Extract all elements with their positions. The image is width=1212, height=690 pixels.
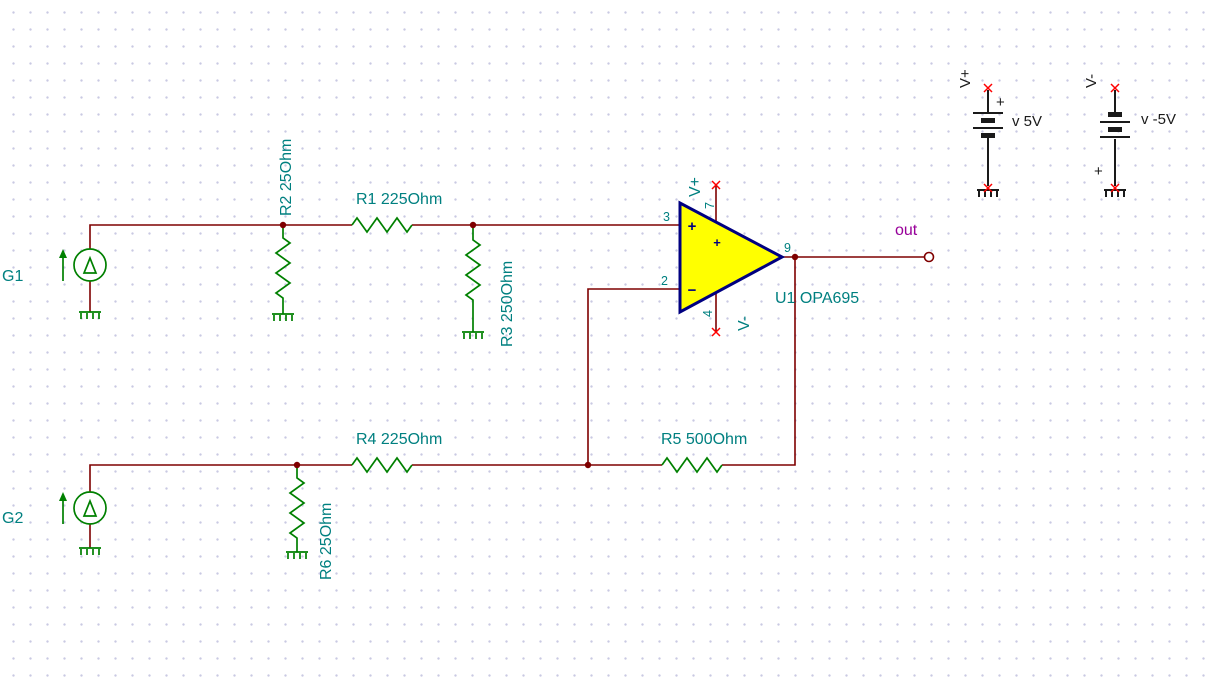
junction-dot: [293, 461, 301, 469]
pin-x-icon: [983, 183, 993, 193]
wire-inverting-feedback[interactable]: [587, 288, 680, 465]
junction-dot: [791, 253, 799, 261]
opamp-u1[interactable]: + − + 3 2 9 7 4 V+ V- U1 OPA695: [661, 177, 859, 331]
resistor-r4[interactable]: R4 225Ohm: [351, 431, 442, 474]
junction-dots: [279, 221, 799, 469]
resistor-r3[interactable]: R3 250Ohm: [464, 225, 516, 347]
opamp-vplus-label: V+: [687, 177, 704, 197]
source-arrow-head: [82, 498, 98, 517]
ground-symbol[interactable]: [286, 551, 308, 559]
source-arrow-head: [82, 255, 98, 274]
resistor-body[interactable]: [661, 456, 723, 474]
resistor-r6[interactable]: R6 25Ohm: [288, 465, 335, 580]
resistor-body[interactable]: [274, 225, 292, 314]
battery-vplus[interactable]: + v 5V V+: [957, 69, 1042, 186]
resistor-r5[interactable]: R5 500Ohm: [661, 431, 747, 474]
battery-plates-long: [1100, 121, 1130, 138]
resistor-body[interactable]: [288, 465, 306, 552]
pin-number-vminus: 4: [701, 310, 715, 317]
resistor-label[interactable]: R1 225Ohm: [356, 191, 442, 208]
junction-dot: [279, 221, 287, 229]
current-source-g1[interactable]: G1: [2, 248, 107, 285]
resistor-r2[interactable]: R2 25Ohm: [274, 139, 295, 314]
pin-connection-marks: [711, 83, 1120, 337]
battery-plates-short: [1108, 112, 1122, 132]
resistor-label[interactable]: R6 25Ohm: [318, 503, 335, 580]
battery-name[interactable]: V+: [957, 69, 974, 88]
grounds: [79, 189, 1126, 559]
ground-symbol[interactable]: [462, 331, 484, 339]
ground-symbol[interactable]: [272, 313, 294, 321]
pin-x-icon: [1110, 83, 1120, 93]
battery-plates-long: [973, 112, 1003, 129]
resistor-label[interactable]: R5 500Ohm: [661, 431, 747, 448]
resistor-body[interactable]: [351, 216, 413, 234]
pin-number-vplus: 7: [703, 202, 717, 209]
wires: [89, 186, 924, 548]
net-label-out[interactable]: out: [895, 222, 918, 239]
source-label[interactable]: G2: [2, 510, 23, 527]
terminal-circle[interactable]: [923, 251, 935, 263]
opamp-supply-plus-mark: +: [713, 235, 721, 250]
battery-plates-short: [981, 118, 995, 138]
battery-value[interactable]: v -5V: [1141, 111, 1176, 128]
battery-name[interactable]: V-: [1083, 74, 1100, 88]
pin-x-icon: [711, 327, 721, 337]
source-direction-arrowhead-icon: [59, 249, 67, 258]
current-source-g2[interactable]: G2: [2, 491, 107, 527]
pin-x-icon: [711, 180, 721, 190]
wire-r5-to-output[interactable]: [722, 257, 796, 466]
junction-dot: [584, 461, 592, 469]
wire-top-rail-left[interactable]: [89, 224, 352, 249]
ground-symbol[interactable]: [79, 547, 101, 555]
resistor-label[interactable]: R4 225Ohm: [356, 431, 442, 448]
pin-number-noninverting: 3: [663, 210, 670, 224]
opamp-inverting-mark: −: [688, 282, 697, 299]
resistor-body[interactable]: [351, 456, 413, 474]
junction-dot: [469, 221, 477, 229]
battery-polarity-mark: +: [996, 94, 1005, 111]
resistor-label[interactable]: R2 25Ohm: [278, 139, 295, 216]
resistor-r1[interactable]: R1 225Ohm: [351, 191, 442, 234]
wire-bottom-rail-left[interactable]: [89, 464, 352, 492]
pin-number-inverting: 2: [661, 274, 668, 288]
battery-polarity-mark: +: [1094, 163, 1103, 180]
opamp-body[interactable]: [678, 200, 786, 315]
ground-symbol[interactable]: [1104, 189, 1126, 197]
resistor-body[interactable]: [464, 225, 482, 332]
ground-symbol[interactable]: [977, 189, 999, 197]
battery-value[interactable]: v 5V: [1012, 113, 1042, 130]
pin-x-icon: [983, 83, 993, 93]
source-circle[interactable]: [73, 248, 107, 282]
resistor-label[interactable]: R3 250Ohm: [499, 261, 516, 347]
output-terminal[interactable]: out: [895, 222, 935, 263]
opamp-label[interactable]: U1 OPA695: [775, 290, 859, 307]
source-circle[interactable]: [73, 491, 107, 525]
pin-number-output: 9: [784, 241, 791, 255]
source-label[interactable]: G1: [2, 268, 23, 285]
pin-x-icon: [1110, 183, 1120, 193]
ground-symbol[interactable]: [79, 311, 101, 319]
opamp-vminus-label: V-: [736, 316, 753, 331]
source-direction-arrowhead-icon: [59, 492, 67, 501]
opamp-noninverting-mark: +: [688, 218, 697, 235]
battery-vminus[interactable]: + v -5V V-: [1083, 74, 1176, 186]
